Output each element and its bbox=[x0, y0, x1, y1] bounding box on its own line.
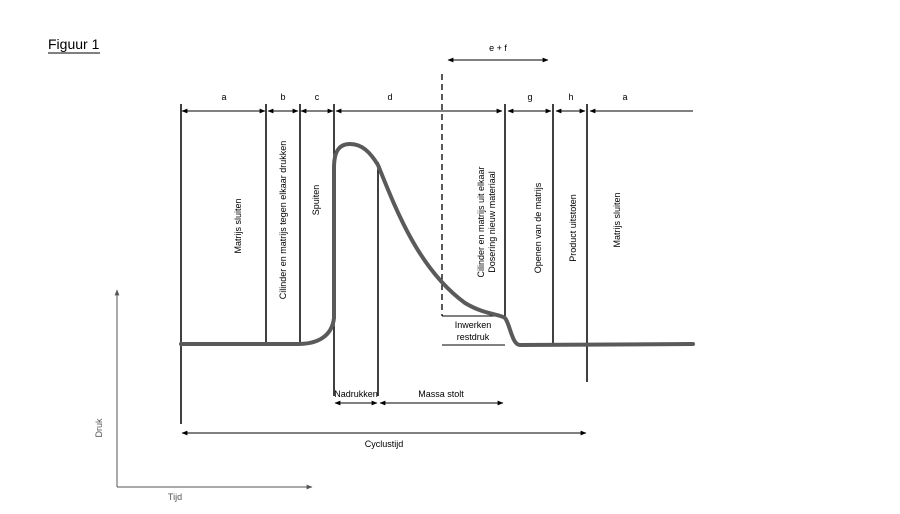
cyclustijd-label: Cyclustijd bbox=[365, 439, 404, 449]
phase-text-uitstoten: Product uitstoten bbox=[568, 194, 578, 262]
phase-text-spuiten: Spuiten bbox=[311, 185, 321, 216]
phase-letter-a2: a bbox=[622, 92, 627, 102]
phase-text-openen: Openen van de matrijs bbox=[533, 182, 543, 273]
phase-letter-c: c bbox=[315, 92, 320, 102]
inwerken-label-1: Inwerken bbox=[455, 320, 492, 330]
pressure-curve bbox=[179, 142, 695, 347]
massa-stolt-label: Massa stolt bbox=[418, 389, 464, 399]
figure-title: Figuur 1 bbox=[48, 36, 100, 52]
phase-letter-g: g bbox=[527, 92, 532, 102]
phase-text-cilinder-tegen: Cilinder en matrijs tegen elkaar drukken bbox=[278, 141, 288, 300]
phase-letter-d: d bbox=[387, 92, 392, 102]
phase-letter-a1: a bbox=[221, 92, 226, 102]
phase-separators bbox=[180, 104, 588, 424]
phase-letter-h: h bbox=[568, 92, 573, 102]
x-axis-label: Tijd bbox=[168, 492, 182, 502]
phase-text-cilinder-uit: Cilinder en matrijs uit elkaar bbox=[476, 166, 486, 277]
phase-text-dosering: Dosering nieuw materiaal bbox=[487, 171, 497, 273]
overlap-label: e + f bbox=[489, 43, 507, 53]
phase-text-matrijs-sluiten-1: Matrijs sluiten bbox=[233, 198, 243, 253]
phase-text-matrijs-sluiten-2: Matrijs sluiten bbox=[612, 192, 622, 247]
inwerken-label-2: restdruk bbox=[457, 332, 490, 342]
y-axis-label: Druk bbox=[94, 418, 104, 438]
phase-letter-b: b bbox=[280, 92, 285, 102]
nadrukken-label: Nadrukken bbox=[334, 389, 378, 399]
